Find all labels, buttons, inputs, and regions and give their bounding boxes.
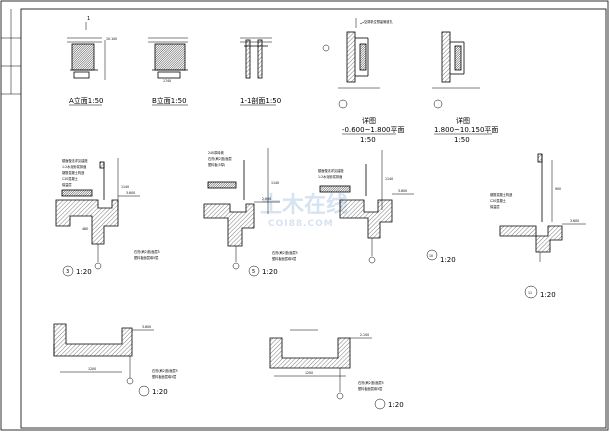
note-top: 空调机位预留管道孔 (364, 19, 393, 24)
dim-480: 480 (82, 227, 88, 231)
plan-2-range: 1.800~10.150平面 (434, 126, 498, 134)
watermark-sub: COI88.COM (268, 219, 334, 229)
plan-detail-1: 空调机位预留管道孔 详图 -0.600~1.800平面 1:50 (322, 18, 404, 144)
dim-1140-c: 1140 (385, 177, 393, 181)
watermark: 土木在线 COI88.COM (260, 192, 348, 229)
section-detail-3: 1140 楼面做法详见建施 1:2水泥砂浆抹面 钢筋混凝土构造 C20混凝土 保… (55, 158, 160, 277)
scale-10: 1:20 (440, 256, 456, 264)
dim-1740: 1740 (163, 79, 171, 83)
plan-1-range: -0.600~1.800平面 (342, 126, 404, 134)
scale-bottom-left: 1:20 (152, 388, 168, 396)
note-n3: 钢筋混凝土构造 (62, 170, 85, 175)
dim-1200-a: 1200 (88, 367, 96, 371)
note-n2b: 1:2水泥砂浆抹面 (318, 174, 342, 179)
note-n4: C20混凝土 (62, 176, 79, 181)
dim-900: 900 (555, 187, 561, 191)
section-1-1-view: 1-1剖面1:50 (240, 37, 281, 106)
circle-3: 3 (66, 269, 69, 275)
scale-5: 1:20 (262, 268, 278, 276)
plan-detail-2: 详图 1.800~10.150平面 1:50 (432, 31, 498, 144)
scale-11: 1:20 (540, 291, 556, 299)
plan-2-title: 详图 (456, 116, 470, 125)
note-n5b: 保温层 (490, 204, 500, 209)
circle-5: 5 (252, 269, 255, 275)
plan-2-scale: 1:50 (454, 136, 470, 144)
wall-note-1: 石膏(刷2道)面层5 (134, 249, 160, 254)
dim-3600-b: 3.600 (398, 189, 407, 193)
dim-1140-b: 1140 (271, 181, 279, 185)
section-detail-5: 1140 240厚砖墙 石膏(刷2道)面层 塑料板(5厚) 2.600 石膏(刷… (203, 148, 298, 277)
note-n3b: 钢筋混凝土构造 (490, 192, 513, 197)
note-n1b: 楼面做法详见建施 (318, 168, 344, 173)
note-n4b: C20混凝土 (490, 198, 507, 203)
watermark-main: 土木在线 (260, 192, 348, 218)
dim-1200-b: 1200 (305, 371, 313, 375)
scale-bottom-right: 1:20 (388, 401, 404, 409)
note-n8: 塑料板(5厚) (208, 162, 225, 167)
note-n1: 楼面做法详见建施 (62, 158, 88, 163)
a-elevation-label: A立面1:50 (69, 96, 104, 105)
dim-3600-c: 3.600 (570, 219, 579, 223)
section-detail-11: 900 钢筋混凝土构造 C20混凝土 保温层 3.600 11 1:20 (490, 153, 586, 299)
wall-note-1c: 石膏(刷2道)面层5 (152, 368, 178, 373)
a-elevation-view: 10.100 1 A立面1:50 (67, 16, 117, 106)
section-detail-bottom-right: 2.100 1200 石膏(刷2道)面层5 塑料板面层填5层 1:20 (269, 329, 404, 410)
dim-2100: 2.100 (360, 333, 369, 337)
section-1-1-label: 1-1剖面1:50 (240, 96, 281, 105)
circle-10: 10 (429, 254, 433, 258)
wall-note-2c: 塑料板面层填5层 (152, 374, 176, 379)
wall-note-2: 塑料板面层填5层 (134, 255, 158, 260)
note-n5: 保温层 (62, 182, 72, 187)
section-mark-1: 1 (87, 16, 90, 22)
note-n6: 240厚砖墙 (208, 150, 224, 155)
section-detail-10: 1140 楼面做法详见建施 1:2水泥砂浆抹面 3.600 10 1:20 (318, 150, 456, 264)
wall-note-2d: 塑料板面层填5层 (358, 386, 382, 391)
plan-1-title: 详图 (362, 116, 376, 125)
dim-2600: 2.600 (262, 197, 271, 201)
b-elevation-label: B立面1:50 (152, 96, 187, 105)
section-detail-bottom-left: 3.600 1200 石膏(刷2道)面层5 塑料板面层填5层 1:20 (53, 323, 178, 397)
dim-3600-d: 3.600 (142, 325, 151, 329)
wall-note-1d: 石膏(刷2道)面层5 (358, 380, 384, 385)
note-n7: 石膏(刷2道)面层 (208, 156, 232, 161)
note-n2: 1:2水泥砂浆抹面 (62, 164, 86, 169)
dim-3600-a: 3.600 (126, 191, 135, 195)
b-elevation-view: 1740 B立面1:50 (148, 37, 188, 106)
plan-1-scale: 1:50 (360, 136, 376, 144)
wall-note-1b: 石膏(刷2道)面层5 (272, 250, 298, 255)
dim-1140-a: 1140 (121, 185, 129, 189)
dim-10100: 10.100 (106, 37, 117, 41)
wall-note-2b: 塑料板面层填5层 (272, 256, 296, 261)
scale-3: 1:20 (76, 268, 92, 276)
circle-11: 11 (528, 291, 532, 295)
